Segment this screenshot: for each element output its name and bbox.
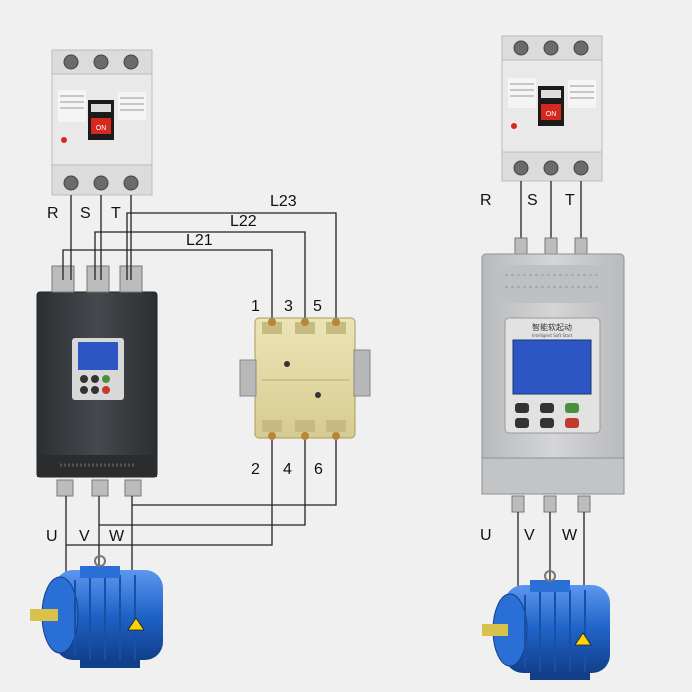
right-circuit-breaker	[501, 35, 603, 182]
left-input-phase-r: R	[47, 205, 59, 222]
contactor-terminal-5: 5	[313, 298, 322, 315]
contactor-terminal-2: 2	[251, 461, 260, 478]
right-input-wires	[520, 181, 582, 240]
contactor-terminal-4: 4	[283, 461, 292, 478]
left-breaker-on-label: ON	[96, 125, 107, 132]
left-output-phase-u: U	[46, 528, 58, 545]
bypass-line-l21: L21	[186, 232, 213, 249]
contactor-terminal-3: 3	[284, 298, 293, 315]
left-soft-starter	[36, 265, 158, 497]
left-input-phase-s: S	[80, 205, 91, 222]
right-motor	[482, 570, 610, 680]
left-output-phase-w: W	[109, 528, 125, 545]
right-output-wires	[517, 512, 585, 592]
right-panel-subtitle: Intelligent Soft Start	[532, 333, 573, 338]
right-input-phase-t: T	[565, 192, 575, 209]
right-breaker-on-label: ON	[546, 111, 557, 118]
left-motor	[30, 555, 163, 668]
bypass-line-l22: L22	[230, 213, 257, 230]
right-output-phase-w: W	[562, 527, 578, 544]
bypass-line-l23: L23	[270, 193, 297, 210]
right-output-phase-u: U	[480, 527, 492, 544]
left-output-phase-v: V	[79, 528, 90, 545]
contactor-terminal-1: 1	[251, 298, 260, 315]
right-panel-title: 智能软起动	[532, 322, 572, 332]
contactor-terminal-6: 6	[314, 461, 323, 478]
left-input-phase-t: T	[111, 205, 121, 222]
bypass-wires-top	[62, 212, 337, 318]
right-output-phase-v: V	[524, 527, 535, 544]
right-input-phase-r: R	[480, 192, 492, 209]
right-input-phase-s: S	[527, 192, 538, 209]
bypass-wires-bottom	[66, 440, 337, 546]
left-input-wires	[70, 195, 132, 280]
bypass-contactor	[239, 317, 371, 440]
left-circuit-breaker	[51, 49, 153, 196]
right-soft-starter	[481, 237, 625, 513]
left-output-wires	[65, 496, 133, 580]
